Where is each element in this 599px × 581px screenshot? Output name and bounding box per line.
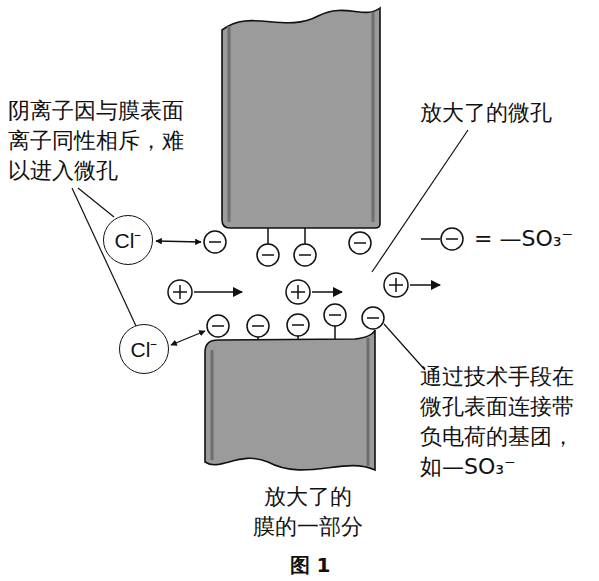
annotation-text: 放大了的 膜的一部分 [250, 482, 366, 542]
annotation-text: 阴离子因与膜表面 离子同性相斥，难 以进入微孔 [8, 96, 194, 186]
repulsion-arrows [156, 241, 205, 345]
ion-label: Cl⁻ [131, 335, 158, 363]
ion-circle: Cl⁻ [119, 324, 169, 374]
cation-arrows [194, 285, 440, 292]
sulfonate-groups [204, 231, 384, 337]
figure-caption: 图 1 [260, 552, 360, 579]
ion-circle: Cl⁻ [103, 215, 153, 265]
legend-sample [420, 226, 468, 252]
legend-text: = —SO₃⁻ [474, 226, 573, 252]
membrane-edge-shade [212, 338, 368, 466]
annotation-text: 放大了的微孔 [420, 98, 590, 128]
membrane-upper [222, 8, 380, 228]
membrane-lower [205, 330, 375, 470]
annotation-text: 通过技术手段在 微孔表面连接带 负电荷的基团， 如—SO₃⁻ [420, 362, 588, 482]
group-stems [258, 228, 335, 339]
cations [168, 273, 408, 304]
ion-label: Cl⁻ [115, 226, 142, 254]
membrane-edge-shade [229, 12, 373, 222]
